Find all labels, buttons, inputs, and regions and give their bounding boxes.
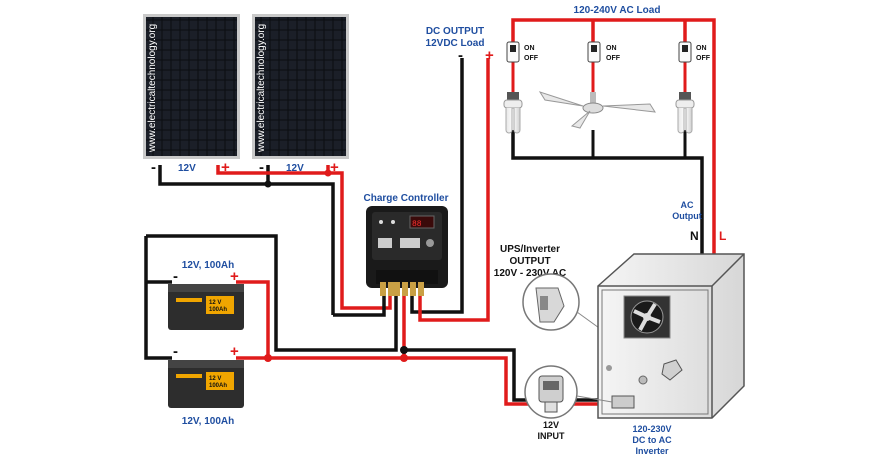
ac-socket-zoom-icon: [522, 273, 661, 373]
dc-input-zoom-icon: [524, 365, 613, 419]
panel1-watermark: www.electricaltechnology.org: [147, 24, 158, 153]
panel1-plus: +: [221, 159, 230, 176]
svg-text:12 V: 12 V: [209, 376, 221, 382]
panel2-plus: +: [330, 159, 339, 176]
ac-live-label: L: [719, 229, 726, 243]
inverter-unit: [597, 253, 745, 419]
svg-text:ON: ON: [696, 45, 707, 52]
dc-output-minus: -: [458, 47, 463, 64]
svg-text:88: 88: [412, 220, 422, 229]
solar-panel-1: www.electricaltechnology.org: [143, 14, 240, 159]
dc-load-negative-wire: [410, 58, 464, 314]
controller-display: [409, 215, 435, 229]
dc-output-plus: +: [485, 47, 494, 64]
svg-text:ON: ON: [524, 45, 535, 52]
battery-1: 12 V 100Ah: [168, 284, 244, 330]
svg-text:100Ah: 100Ah: [209, 383, 227, 389]
ups-output-line2: OUTPUT: [509, 256, 550, 267]
battery2-minus: -: [173, 343, 178, 360]
svg-text:OFF: OFF: [524, 55, 539, 62]
cfl-bulb-left-icon: [503, 92, 523, 134]
battery-2: 12 V 100Ah: [168, 360, 244, 408]
svg-text:OFF: OFF: [696, 55, 711, 62]
cooling-fan-icon: [623, 295, 671, 339]
inverter-line3: Inverter: [635, 446, 669, 456]
inverter-ac-socket: [661, 359, 683, 381]
panel2-voltage: 12V: [286, 163, 304, 174]
inverter-line2: DC to AC: [632, 435, 672, 445]
inverter-dc-input: [611, 395, 635, 409]
svg-text:100Ah: 100Ah: [209, 307, 227, 313]
input-12v-line1: 12V: [543, 420, 559, 430]
ac-switch-1[interactable]: ON OFF: [506, 41, 539, 63]
battery1-plus: +: [230, 268, 239, 285]
ups-output-line3: 120V - 230V AC: [494, 268, 566, 279]
battery-positive-wire: [236, 280, 270, 360]
inverter-line1: 120-230V: [632, 424, 671, 434]
svg-text:ON: ON: [606, 45, 617, 52]
panel1-voltage: 12V: [178, 163, 196, 174]
charge-controller: 88: [366, 206, 448, 296]
ceiling-fan-icon: [538, 91, 656, 129]
svg-text:12 V: 12 V: [209, 300, 221, 306]
cfl-bulb-right-icon: [675, 92, 695, 134]
ac-load-title: 120-240V AC Load: [574, 5, 661, 16]
panel1-negative-wire: [158, 165, 335, 315]
battery-negative-wire: [146, 234, 398, 352]
panel2-minus: -: [259, 159, 264, 176]
battery2-plus: +: [230, 343, 239, 360]
ac-neutral-label: N: [690, 229, 699, 243]
solar-panel-2: www.electricaltechnology.org: [252, 14, 349, 159]
panel1-positive-wire: [216, 165, 392, 310]
battery1-minus: -: [173, 268, 178, 285]
wires: [144, 18, 716, 406]
ac-output-line2: Output: [672, 211, 702, 221]
panel1-minus: -: [151, 159, 156, 176]
ac-output-line1: AC: [681, 200, 694, 210]
dc-output-subtitle: 12VDC Load: [426, 38, 485, 49]
battery2-label: 12V, 100Ah: [182, 416, 234, 427]
dc-load-positive-wire: [418, 58, 490, 322]
charge-controller-title: Charge Controller: [363, 193, 448, 204]
svg-text:OFF: OFF: [606, 55, 621, 62]
inverter-positive-feed: [404, 356, 608, 406]
battery1-label: 12V, 100Ah: [182, 260, 234, 271]
ac-switch-3[interactable]: ON OFF: [678, 41, 711, 63]
panel2-watermark: www.electricaltechnology.org: [256, 24, 267, 153]
ups-output-line1: UPS/Inverter: [500, 244, 560, 255]
ac-switch-2[interactable]: ON OFF: [587, 41, 621, 63]
input-12v-line2: INPUT: [538, 431, 566, 441]
dc-output-title: DC OUTPUT: [426, 26, 484, 37]
